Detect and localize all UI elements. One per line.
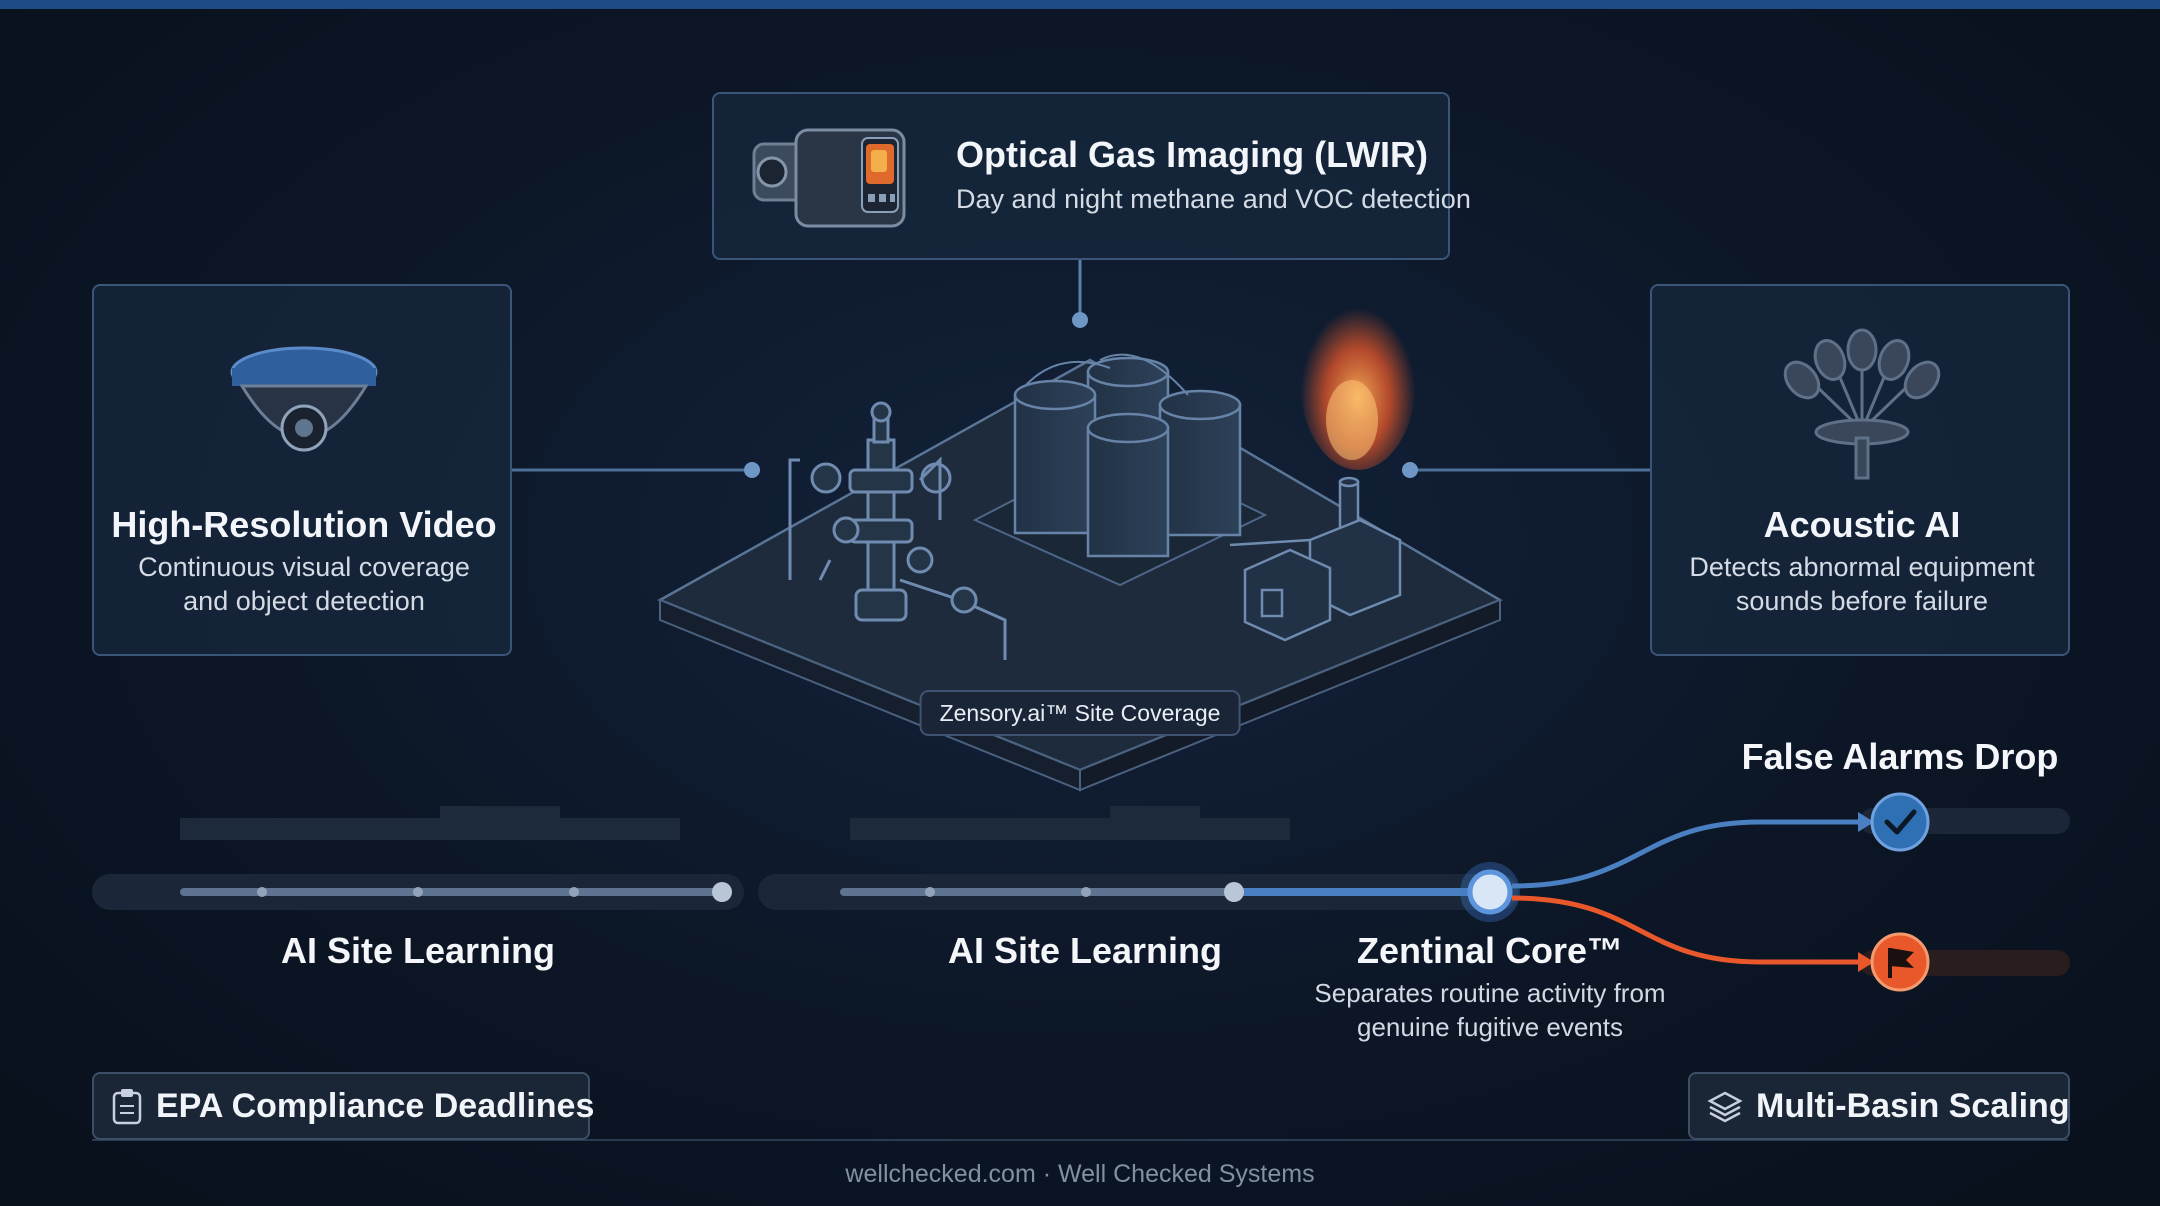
flag-icon	[1888, 948, 1914, 978]
storage-tanks	[1013, 356, 1242, 558]
clipboard-icon	[112, 1089, 142, 1125]
top-accent-bar	[0, 0, 2160, 9]
thermal-camera-icon	[752, 128, 906, 228]
timeline-1-end-node	[712, 882, 732, 902]
multi-basin-scaling-pill: Multi-Basin Scaling	[1688, 1072, 2070, 1140]
acoustic-card-title: Acoustic AI	[1763, 504, 1961, 545]
dome-camera-icon	[230, 346, 378, 452]
stage-1-label: AI Site Learning	[280, 930, 556, 971]
microphone-array-icon	[1783, 328, 1941, 480]
optical-card-description: Day and night methane and VOC detection	[956, 184, 1471, 214]
acoustic-card-description-line1: Detects abnormal equipment	[1689, 552, 2035, 582]
multi-basin-scaling-label: Multi-Basin Scaling	[1756, 1086, 2070, 1125]
connector-left-dot	[744, 462, 760, 478]
optical-gas-imaging-card: Optical Gas Imaging (LWIR) Day and night…	[712, 92, 1471, 260]
high-resolution-video-card: High-Resolution Video Continuous visual …	[92, 284, 512, 656]
zentinal-core-title: Zentinal Core™	[1356, 930, 1624, 971]
acoustic-ai-card: Acoustic AI Detects abnormal equipment s…	[1650, 284, 2070, 656]
zentinal-core-description-line2: genuine fugitive events	[1357, 1012, 1623, 1042]
zentinal-core-node	[1467, 869, 1513, 915]
connector-right-dot	[1402, 462, 1418, 478]
site-coverage-badge: Zensory.ai™ Site Coverage	[919, 690, 1241, 736]
optical-card-title: Optical Gas Imaging (LWIR)	[956, 134, 1429, 175]
video-card-title: High-Resolution Video	[111, 504, 497, 545]
wellhead-piping	[788, 401, 1007, 660]
video-card-description-line1: Continuous visual coverage	[138, 552, 470, 582]
stage-2-label: AI Site Learning	[947, 930, 1223, 971]
acoustic-card-description-line2: sounds before failure	[1735, 586, 1989, 616]
branch-fugitive-events	[1511, 895, 1858, 965]
zentinal-core-description-line1: Separates routine activity from	[1314, 978, 1666, 1008]
video-card-description-line2: and object detection	[183, 586, 425, 616]
flare-stack-equipment	[1229, 476, 1402, 642]
footer-text: wellchecked.com · Well Checked Systems	[845, 1160, 1315, 1188]
epa-compliance-label: EPA Compliance Deadlines	[156, 1086, 595, 1125]
false-alarms-check-node	[1870, 792, 1930, 852]
branch-false-alarms	[1511, 819, 1858, 889]
activity-bars-right	[850, 806, 1290, 840]
activity-bars-left	[180, 806, 680, 840]
connector-top-dot	[1072, 312, 1088, 328]
layers-icon	[1707, 1091, 1743, 1123]
epa-compliance-pill: EPA Compliance Deadlines	[92, 1072, 594, 1140]
check-icon	[1884, 809, 1917, 835]
false-alarms-drop-label: False Alarms Drop	[1741, 736, 2059, 777]
timeline-2-mid-node	[1224, 882, 1244, 902]
